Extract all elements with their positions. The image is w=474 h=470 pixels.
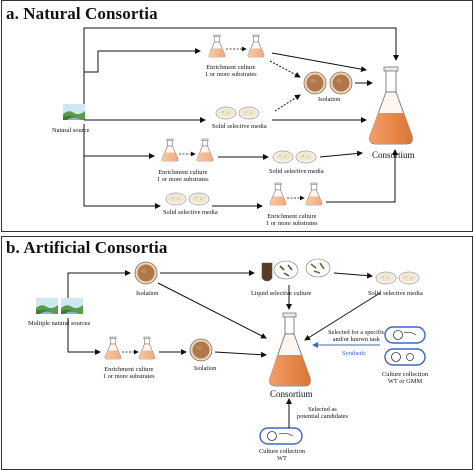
isolation-plate-icon xyxy=(134,261,158,285)
solid-media-plate-icon xyxy=(272,150,294,164)
selected-candidates-label: Selected as potential candidates xyxy=(297,406,348,421)
enrichment-flask-icon xyxy=(161,138,179,162)
culture-collection-wt-icon xyxy=(259,427,303,445)
solid-media-label: Solid selective media xyxy=(163,209,218,216)
isolation-label: Isolation xyxy=(194,365,217,372)
consortium-label: Consortium xyxy=(270,389,313,399)
consortium-flask-b xyxy=(269,312,311,387)
enrichment-label: Enrichment culture 1 or more substrates xyxy=(157,169,209,184)
enrichment-flask-icon xyxy=(247,34,265,58)
liquid-culture-icon xyxy=(261,258,331,282)
liquid-culture-label: Liquid selective culture xyxy=(251,290,312,297)
solid-media-plate-icon xyxy=(295,150,317,164)
selected-task-label: Selected for a specific and/or known tas… xyxy=(328,329,385,344)
isolation-plate-icon xyxy=(329,71,353,95)
culture-collection-label: Culture collection WT xyxy=(259,448,305,463)
enrichment-label: Enrichment culture 1 or more substrates xyxy=(205,64,257,79)
natural-consortia-title: a. Natural Consortia xyxy=(6,4,158,23)
consortium-label: Consortium xyxy=(372,150,415,160)
natural-source-label: Natural source xyxy=(52,127,90,134)
solid-media-plate-icon xyxy=(165,192,187,206)
solid-media-plate-icon xyxy=(215,106,237,120)
enrichment-label: Enrichment culture 1 or more substrates xyxy=(103,366,155,381)
natural-source-icon xyxy=(63,104,85,120)
multiple-sources-label: Multiple natural sources xyxy=(28,320,91,327)
consortium-flask-a xyxy=(369,66,413,145)
isolation-label: Isolation xyxy=(318,96,341,103)
enrichment-flask-icon xyxy=(104,336,122,360)
solid-media-plate-icon xyxy=(375,271,397,285)
enrichment-flask-icon xyxy=(196,138,214,162)
synthetic-label: Synthetic xyxy=(342,350,367,357)
artificial-consortia-title: b. Artificial Consortia xyxy=(6,238,168,257)
solid-media-label: Solid selective media xyxy=(212,123,267,130)
enrichment-flask-icon xyxy=(269,182,287,206)
solid-media-label: Solid selective media xyxy=(368,290,423,297)
solid-media-label: Solid selective media xyxy=(269,168,324,175)
isolation-label: Isolation xyxy=(136,290,159,297)
culture-collection-wt-gmm-icon xyxy=(384,326,426,366)
enrichment-label: Enrichment culture 1 or more substrates xyxy=(266,213,318,228)
isolation-plate-icon xyxy=(189,338,213,362)
enrichment-flask-icon xyxy=(208,34,226,58)
enrichment-flask-icon xyxy=(305,182,323,206)
solid-media-plate-icon xyxy=(398,271,420,285)
solid-media-plate-icon xyxy=(238,106,260,120)
solid-media-plate-icon xyxy=(188,192,210,206)
natural-source-icon xyxy=(36,298,58,314)
enrichment-flask-icon xyxy=(138,336,156,360)
isolation-plate-icon xyxy=(303,71,327,95)
natural-source-icon xyxy=(61,298,83,314)
culture-collection-label: Culture collection WT or GMM xyxy=(382,371,428,386)
